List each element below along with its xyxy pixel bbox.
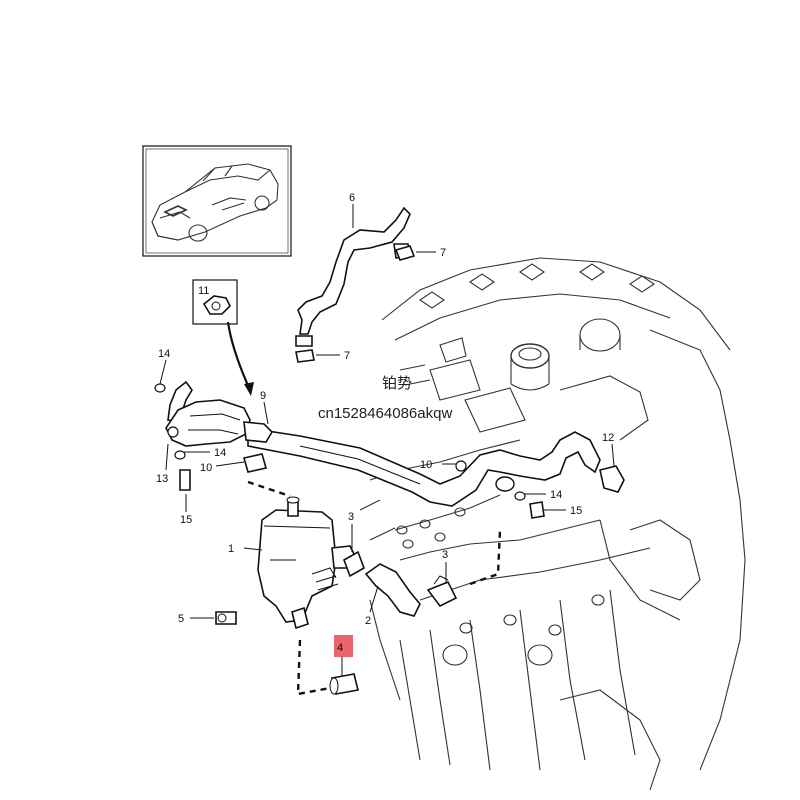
callout-9: 9: [260, 390, 266, 402]
callout-7b: 7: [344, 350, 350, 362]
bolt-15-right: [529, 501, 545, 519]
hose-connector-12: [599, 465, 625, 493]
callout-14b: 14: [214, 447, 226, 459]
upper-hose: [295, 206, 411, 347]
part-4-highlight: [334, 635, 353, 657]
callout-leader-lines: [159, 204, 615, 676]
clamp-10-right: [455, 460, 467, 472]
bolt-5: [215, 611, 237, 625]
clamp-7-lower: [295, 349, 315, 363]
callout-4: 4: [337, 642, 343, 654]
clamp-10-left: [242, 453, 268, 473]
callout-3a: 3: [348, 511, 354, 523]
callout-6: 6: [349, 192, 355, 204]
hose-clamp-3b: [426, 575, 458, 608]
callout-labels: 6 7 7 11 14 9 14 10 13 15 10 12 14 15 1 …: [156, 192, 614, 654]
clamp-7-upper: [394, 245, 416, 261]
rubber-sleeve-4: [329, 673, 359, 695]
short-hose-2: [364, 563, 421, 617]
car-outline-icon: [151, 163, 279, 242]
seller-watermark: 铂势 cn1528464086akqw: [318, 374, 452, 422]
callout-15b: 15: [570, 505, 582, 517]
callout-1: 1: [228, 543, 234, 555]
washer-14-left: [174, 450, 186, 460]
callout-10a: 10: [200, 462, 212, 474]
vehicle-location-inset: [142, 145, 292, 257]
washer-14-right: [514, 491, 526, 501]
assembly-guide-lines: [247, 480, 502, 696]
callout-11: 11: [198, 285, 209, 297]
bolt-15-left: [179, 469, 191, 491]
long-ventilation-hose: [247, 427, 601, 507]
watermark-store-id: cn1528464086akqw: [318, 405, 452, 422]
left-hose-assembly: [165, 380, 274, 447]
callout-15a: 15: [180, 514, 192, 526]
callout-3b: 3: [442, 549, 448, 561]
callout-14a: 14: [158, 348, 170, 360]
callout-2: 2: [365, 615, 371, 627]
callout-7a: 7: [440, 247, 446, 259]
engine-block-drawing: [359, 257, 746, 791]
callout-14c: 14: [550, 489, 562, 501]
oil-trap-separator: [257, 496, 357, 630]
callout-13: 13: [156, 473, 168, 485]
hose-clamp-3a: [343, 550, 365, 578]
washer-14-top: [154, 383, 166, 393]
callout-10b: 10: [420, 459, 432, 471]
watermark-seller-text: 铂势: [382, 374, 412, 392]
callout-12: 12: [602, 432, 614, 444]
callout-5: 5: [178, 613, 184, 625]
clamp-detail-inset: [192, 279, 254, 396]
